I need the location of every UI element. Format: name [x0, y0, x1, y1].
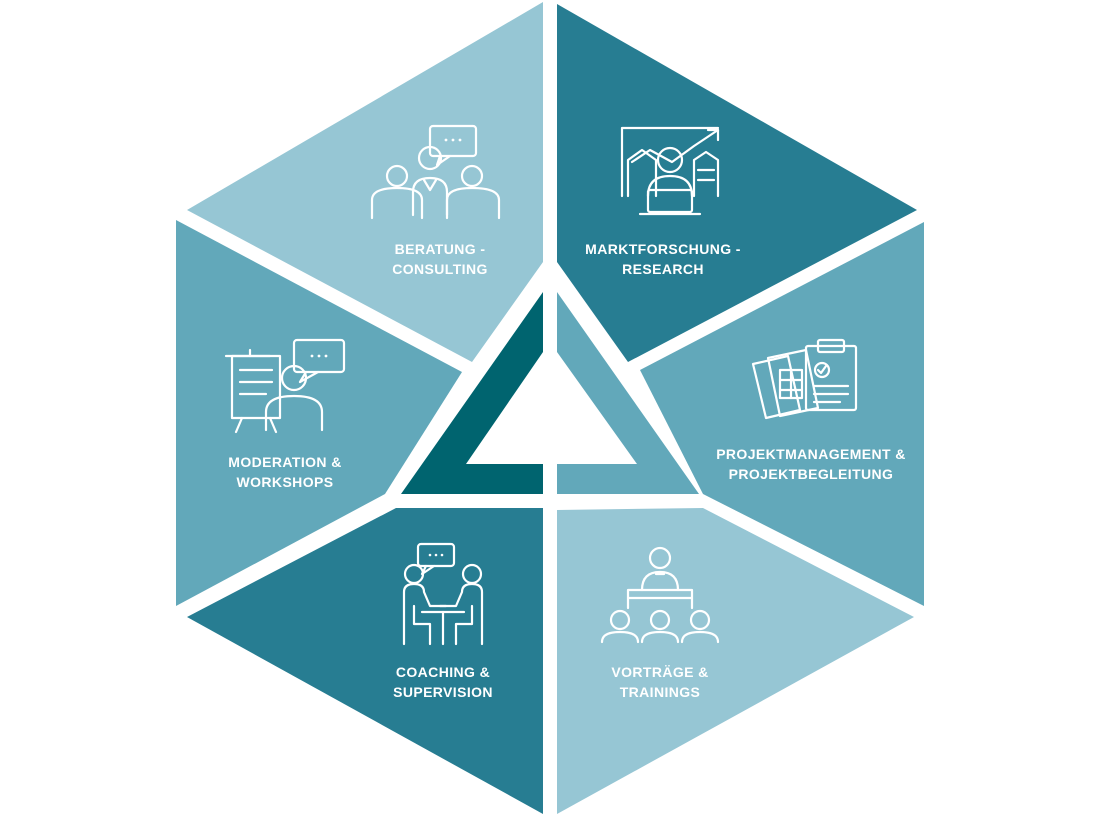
- segment-coaching-label-line1: COACHING &: [396, 664, 490, 680]
- segment-marktforschung: [557, 4, 917, 362]
- segment-marktforschung-label-line2: RESEARCH: [622, 261, 704, 277]
- segment-coaching: [187, 508, 543, 814]
- presentation-icon: [224, 338, 346, 434]
- market-research-icon: [620, 126, 720, 216]
- clipboard-icon: [751, 338, 858, 420]
- segment-beratung: [187, 2, 543, 362]
- segment-vortraege: [557, 508, 914, 814]
- segment-beratung-label-line1: BERATUNG -: [395, 241, 486, 257]
- segment-marktforschung-label-line1: MARKTFORSCHUNG -: [585, 241, 741, 257]
- segment-projektmanagement-label-line2: PROJEKTBEGLEITUNG: [729, 466, 894, 482]
- segment-projektmanagement-label-line1: PROJEKTMANAGEMENT &: [716, 446, 906, 462]
- group-consulting-icon: [370, 124, 501, 220]
- segment-coaching-label-line2: SUPERVISION: [393, 684, 493, 700]
- segment-moderation-label-line1: MODERATION &: [228, 454, 341, 470]
- segment-vortraege-label-line1: VORTRÄGE &: [611, 664, 708, 680]
- lecture-icon: [600, 546, 720, 644]
- segment-beratung-label-line2: CONSULTING: [392, 261, 488, 277]
- segment-vortraege-label-line2: TRAININGS: [620, 684, 701, 700]
- segment-moderation-label-line2: WORKSHOPS: [237, 474, 334, 490]
- segment-moderation: [176, 220, 462, 606]
- coaching-icon: [402, 542, 484, 646]
- center-triangle-logo: [401, 292, 699, 494]
